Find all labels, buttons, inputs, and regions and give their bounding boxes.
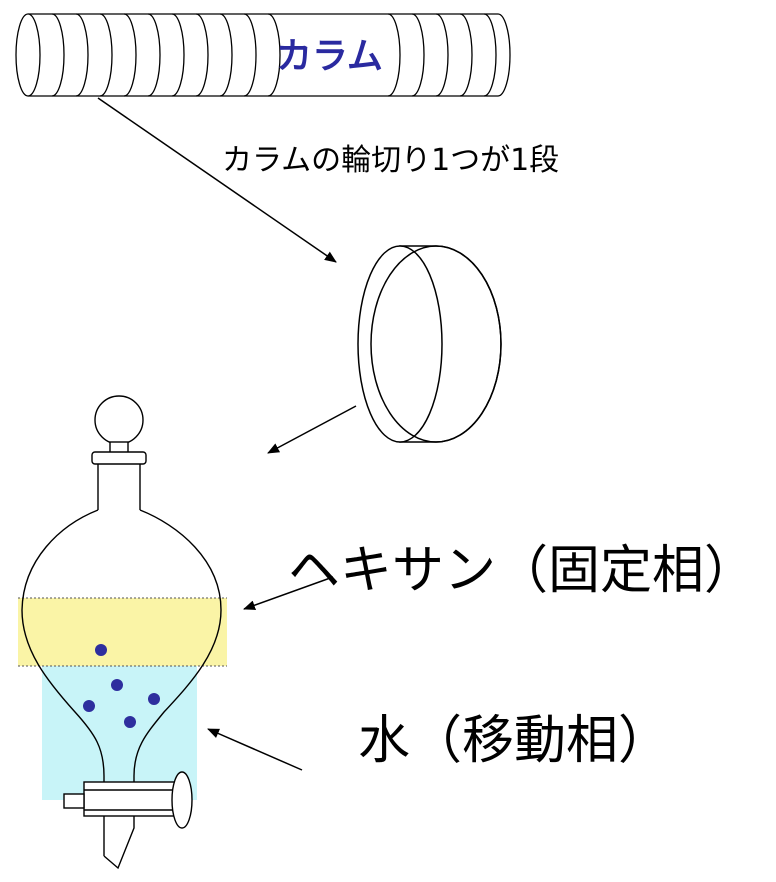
separatory-funnel-icon — [18, 395, 227, 870]
plate-disc-icon — [357, 245, 502, 443]
solute-dots — [83, 644, 160, 728]
slice-caption: カラムの輪切り1つが1段 — [222, 143, 559, 178]
arrow-plate-to-funnel — [267, 405, 357, 454]
hexane-layer — [18, 598, 227, 666]
column-label: カラム — [276, 36, 383, 77]
arrow-to-water — [207, 728, 303, 771]
arrow-to-hexane — [243, 576, 334, 610]
hexane-stationary-label: ヘキサン（固定相） — [288, 541, 756, 601]
column-icon — [15, 13, 511, 97]
water-mobile-label: 水（移動相） — [358, 711, 670, 771]
arrow-column-to-plate — [97, 97, 337, 263]
